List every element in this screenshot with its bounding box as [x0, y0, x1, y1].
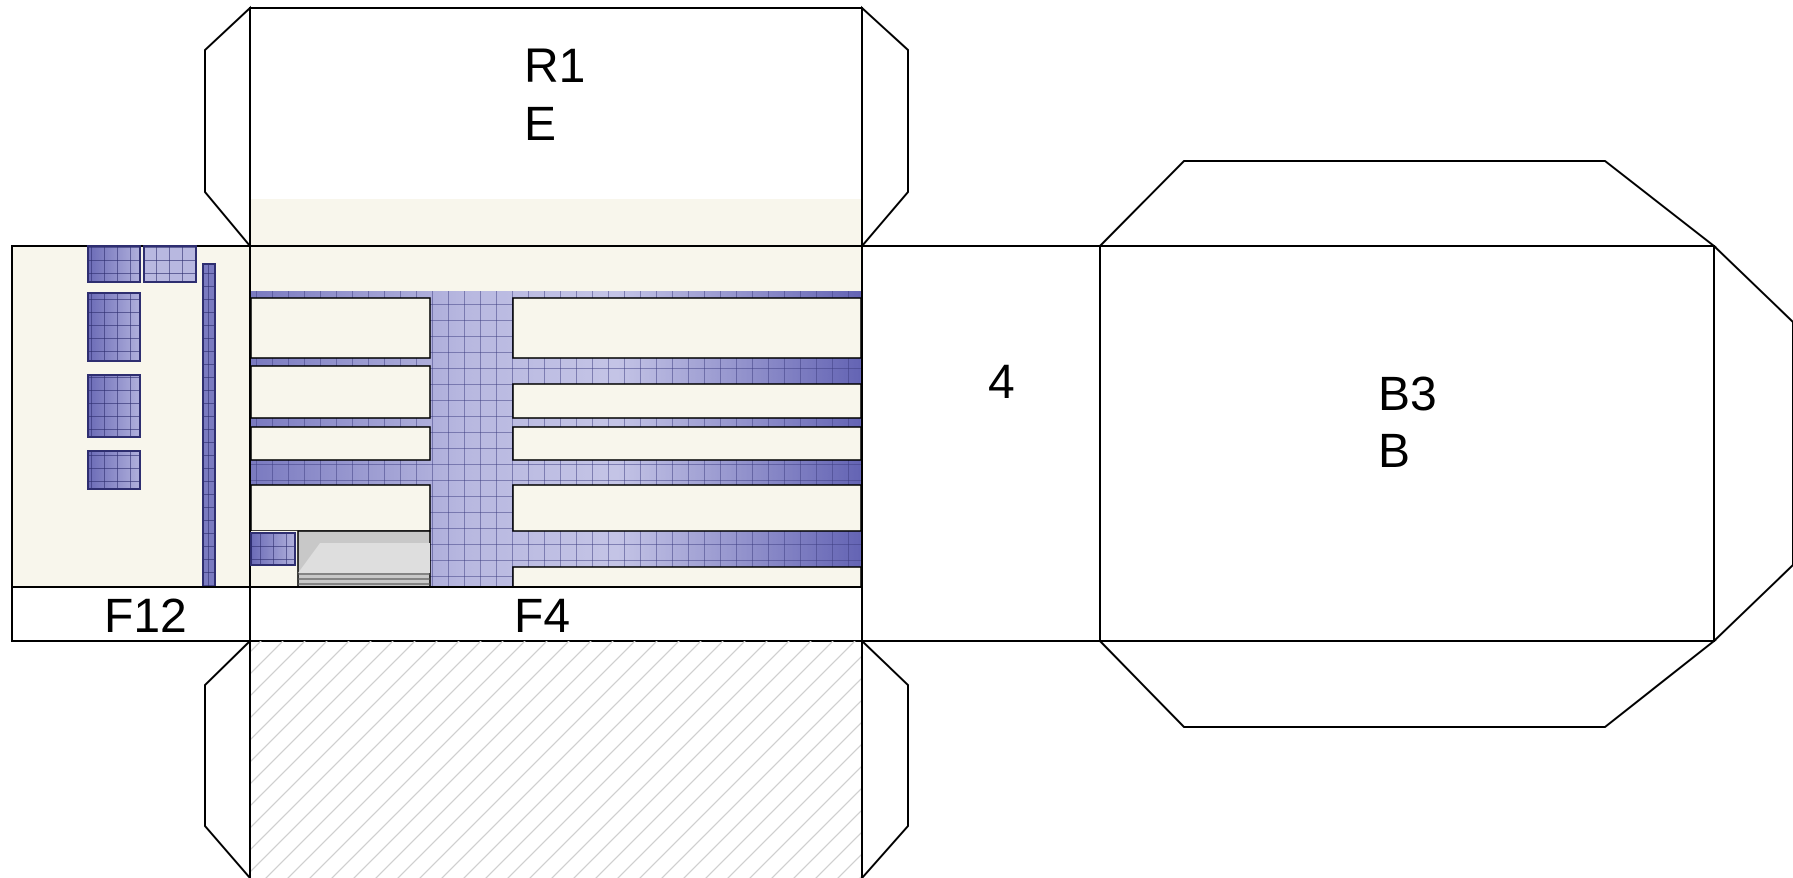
- roof-flap: R1 E: [204, 5, 909, 249]
- back-label-line2: B: [1378, 425, 1410, 478]
- front-label: F4: [514, 590, 570, 643]
- back-right-flap: [1713, 245, 1793, 642]
- back-face: B3 B: [1097, 160, 1793, 728]
- bottom-glue-tab-right: [861, 638, 909, 878]
- floor-slabs-left: [250, 297, 431, 532]
- side-face-4: 4: [861, 245, 1101, 642]
- back-top-flap: [1097, 160, 1717, 247]
- bottom-flap: [204, 638, 909, 878]
- roof-glue-tab-right: [861, 5, 909, 249]
- side-face-f12: F12: [11, 245, 251, 643]
- side-panel-4: [861, 245, 1101, 642]
- side-label: F12: [104, 590, 187, 643]
- roof-wall-strip: [251, 199, 861, 246]
- front-face-f4: F4: [249, 245, 863, 643]
- side-label-strip: [11, 586, 251, 642]
- entrance-door: [250, 530, 431, 588]
- roof-label-line2: E: [524, 98, 556, 151]
- bottom-panel: [250, 641, 862, 878]
- side-windows: [87, 245, 216, 588]
- roof-glue-tab-left: [204, 5, 251, 249]
- front-label-strip: [249, 586, 863, 642]
- roof-label-line1: R1: [524, 40, 585, 93]
- side-number-label: 4: [988, 356, 1015, 409]
- back-label-line1: B3: [1378, 368, 1437, 421]
- back-bottom-flap: [1097, 640, 1717, 728]
- back-panel: [1099, 245, 1715, 642]
- bottom-glue-tab-left: [204, 638, 251, 878]
- floor-slabs-right: [512, 297, 862, 588]
